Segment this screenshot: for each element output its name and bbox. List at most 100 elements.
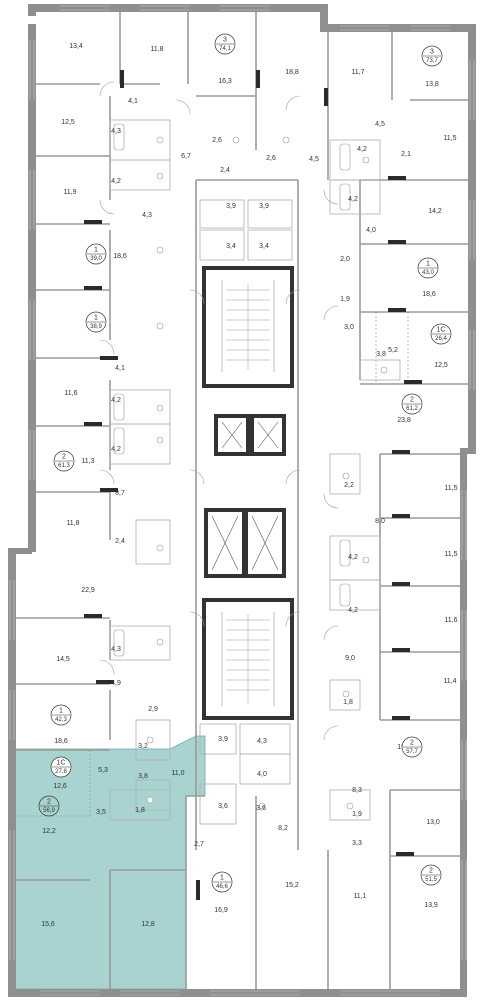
room-area-label: 13,0 <box>426 819 440 826</box>
room-area-label: 2,2 <box>344 482 354 489</box>
apartment-badge[interactable]: 257,7 <box>401 736 423 758</box>
apartment-room-count: 3 <box>430 48 434 55</box>
room-area-label: 3,4 <box>226 243 236 250</box>
room-area-label: 2,4 <box>115 538 125 545</box>
apartment-badge-circle <box>38 795 60 817</box>
room-area-label: 3,2 <box>138 743 148 750</box>
room-area-label: 4,1 <box>115 365 125 372</box>
room-area-label: 4,2 <box>357 146 367 153</box>
apartment-room-count: 1С <box>57 759 66 766</box>
apartment-total-area: 61,2 <box>406 406 418 412</box>
room-area-label: 4,2 <box>348 607 358 614</box>
room-area-label: 13,8 <box>425 81 439 88</box>
room-area-label: 3,8 <box>376 351 386 358</box>
room-area-label: 4,2 <box>111 397 121 404</box>
apartment-badge[interactable]: 261,3 <box>53 450 75 472</box>
apartment-total-area: 43,0 <box>422 270 434 276</box>
room-area-label: 8,3 <box>352 787 362 794</box>
room-area-label: 4,0 <box>366 227 376 234</box>
room-area-label: 4,2 <box>111 446 121 453</box>
door-swings <box>99 81 339 741</box>
apartment-room-count: 1С <box>437 326 446 333</box>
room-area-label: 14,5 <box>56 656 70 663</box>
room-area-label: 4,5 <box>309 156 319 163</box>
apartment-badge[interactable]: 251,5 <box>420 864 442 886</box>
room-area-label: 4,3 <box>111 128 121 135</box>
outer-walls <box>8 4 476 997</box>
apartment-room-count: 1 <box>220 874 224 881</box>
room-area-label: 4,0 <box>257 771 267 778</box>
apartment-total-area: 51,5 <box>425 877 437 883</box>
windows <box>9 5 475 996</box>
room-area-label: 2,1 <box>401 151 411 158</box>
apartment-total-area: 57,7 <box>406 749 418 755</box>
apartment-total-area: 39,0 <box>90 256 102 262</box>
room-area-label: 1,9 <box>352 811 362 818</box>
room-area-label: 11,7 <box>351 69 364 76</box>
room-area-label: 11,8 <box>150 46 163 53</box>
apartment-badge[interactable]: 374,1 <box>214 33 236 55</box>
room-area-label: 3,9 <box>226 203 236 210</box>
room-area-label: 5,3 <box>98 767 108 774</box>
apartment-total-area: 61,3 <box>58 463 70 469</box>
room-area-label: 4,9 <box>111 680 121 687</box>
room-area-label: 12,2 <box>42 828 56 835</box>
apartment-room-count: 2 <box>62 453 66 460</box>
room-area-label: 3,8 <box>138 773 148 780</box>
room-area-label: 12,6 <box>53 783 67 790</box>
room-area-label: 12,5 <box>434 362 448 369</box>
room-area-label: 4,1 <box>128 98 138 105</box>
apartment-badge[interactable]: 138,9 <box>85 311 107 333</box>
room-area-label: 3,6 <box>256 805 266 812</box>
apartment-badge[interactable]: 373,7 <box>421 45 443 67</box>
room-area-label: 11,3 <box>81 458 94 465</box>
apartment-badge[interactable]: 256,9 <box>38 795 60 817</box>
room-area-label: 11,0 <box>171 770 184 777</box>
room-area-label: 3,9 <box>218 736 228 743</box>
apartment-room-count: 1 <box>426 260 430 267</box>
room-area-label: 11,5 <box>444 485 457 492</box>
apartment-total-area: 42,3 <box>55 717 67 723</box>
apartment-total-area: 46,6 <box>216 884 228 890</box>
room-area-label: 1,9 <box>340 296 350 303</box>
interior-walls <box>14 12 468 989</box>
room-area-label: 8,7 <box>115 490 125 497</box>
room-area-label: 3,9 <box>259 203 269 210</box>
apartment-badge[interactable]: 142,3 <box>50 704 72 726</box>
room-area-label: 9,0 <box>345 655 355 662</box>
apartment-badge[interactable]: 139,0 <box>85 243 107 265</box>
room-area-label: 5,2 <box>388 347 398 354</box>
apartment-badge[interactable]: 261,2 <box>401 393 423 415</box>
room-area-label: 13,9 <box>424 902 438 909</box>
room-area-label: 1,8 <box>343 699 353 706</box>
room-area-label: 4,2 <box>348 196 358 203</box>
room-area-label: 11,6 <box>444 617 457 624</box>
structural-columns <box>84 70 422 900</box>
room-area-label: 18,6 <box>54 738 68 745</box>
room-area-label: 2,0 <box>340 256 350 263</box>
room-area-label: 4,2 <box>348 554 358 561</box>
apartment-badge[interactable]: 146,6 <box>211 871 233 893</box>
central-core <box>199 199 294 825</box>
apartment-badge[interactable]: 143,0 <box>417 257 439 279</box>
apartment-room-count: 2 <box>47 798 51 805</box>
room-area-label: 3,5 <box>96 809 106 816</box>
room-area-label: 3,6 <box>218 803 228 810</box>
apartment-total-area: 56,9 <box>43 808 55 814</box>
room-area-label: 2,9 <box>148 706 158 713</box>
apartment-room-count: 1 <box>94 314 98 321</box>
room-area-label: 2,7 <box>194 841 204 848</box>
room-area-label: 8,0 <box>375 518 385 525</box>
room-area-label: 23,8 <box>397 417 411 424</box>
room-area-label: 4,3 <box>257 738 267 745</box>
room-area-label: 16,9 <box>214 907 228 914</box>
room-area-label: 2,6 <box>266 155 276 162</box>
room-area-label: 8,2 <box>278 825 288 832</box>
room-area-label: 2,6 <box>212 137 222 144</box>
room-area-label: 15,6 <box>41 921 55 928</box>
room-area-label: 3,3 <box>352 840 362 847</box>
